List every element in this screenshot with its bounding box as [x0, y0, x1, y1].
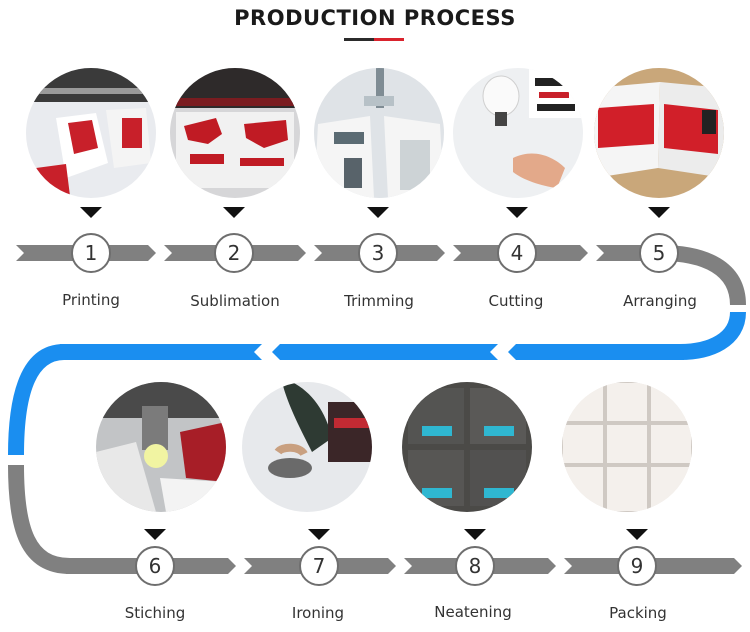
step-number-6: 6 — [135, 546, 175, 586]
pointer-step-5 — [648, 207, 670, 218]
pointer-step-4 — [506, 207, 528, 218]
flow-arrow-blue-1 — [508, 344, 684, 360]
step-label-ironing: Ironing — [291, 604, 345, 622]
packing-photo — [562, 382, 692, 512]
neatening-photo — [402, 382, 532, 512]
stiching-photo — [96, 382, 226, 512]
pointer-step-9 — [626, 529, 648, 540]
step-label-sublimation: Sublimation — [190, 292, 280, 310]
title-underline — [344, 38, 404, 41]
flow-curve-left-gray — [8, 464, 71, 574]
flow-curve-right-blue — [679, 311, 746, 360]
sublimation-photo — [170, 68, 300, 198]
step-label-trimming: Trimming — [344, 292, 414, 310]
step-number-7: 7 — [299, 546, 339, 586]
step-number-8: 8 — [455, 546, 495, 586]
step-label-packing: Packing — [609, 604, 667, 622]
step-label-arranging: Arranging — [623, 292, 697, 310]
step-label-stiching: Stiching — [124, 604, 186, 622]
pointer-step-8 — [464, 529, 486, 540]
pointer-step-2 — [223, 207, 245, 218]
step-number-4: 4 — [497, 233, 537, 273]
step-number-9: 9 — [617, 546, 657, 586]
step-number-1: 1 — [71, 233, 111, 273]
printing-photo — [26, 68, 156, 198]
flow-curve-left-blue — [8, 344, 65, 456]
cutting-photo — [453, 68, 583, 198]
step-number-3: 3 — [358, 233, 398, 273]
step-number-5: 5 — [639, 233, 679, 273]
page-title: PRODUCTION PROCESS — [234, 6, 516, 30]
pointer-step-6 — [144, 529, 166, 540]
step-label-cutting: Cutting — [488, 292, 544, 310]
step-number-2: 2 — [214, 233, 254, 273]
underline-dark-segment — [344, 38, 374, 41]
pointer-step-3 — [367, 207, 389, 218]
step-label-printing: Printing — [62, 291, 120, 309]
underline-red-segment — [374, 38, 404, 41]
step-label-neatening: Neatening — [434, 603, 512, 621]
arranging-photo — [594, 68, 724, 198]
flow-arrow-blue-2 — [272, 344, 498, 360]
trimming-photo — [314, 68, 444, 198]
pointer-step-1 — [80, 207, 102, 218]
pointer-step-7 — [308, 529, 330, 540]
flow-arrow-blue-3 — [60, 344, 262, 360]
ironing-photo — [242, 382, 372, 512]
